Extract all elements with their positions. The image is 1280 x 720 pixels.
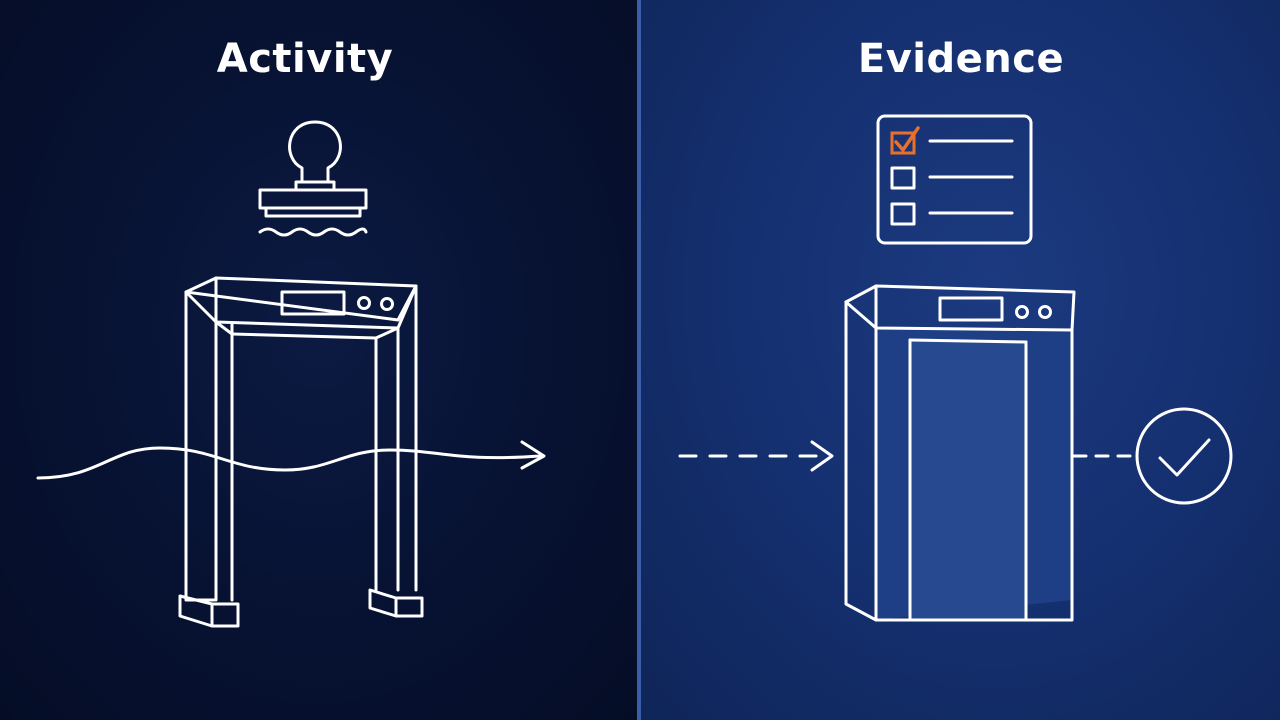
dashed-arrow-icon (678, 440, 1134, 472)
activity-panel: Activity (0, 0, 638, 720)
check-circle-icon (1135, 407, 1233, 505)
activity-title: Activity (216, 36, 394, 82)
evidence-panel: Evidence (641, 0, 1280, 720)
activity-illustration (36, 120, 546, 628)
checklist-icon (876, 114, 1033, 245)
evidence-illustration (678, 114, 1233, 622)
stamp-icon (258, 120, 368, 237)
evidence-title: Evidence (857, 36, 1065, 82)
flow-arrow-icon (36, 440, 546, 480)
secured-gate-icon (844, 284, 1076, 622)
walkthrough-gate-icon (178, 276, 424, 628)
panel-divider (637, 0, 641, 720)
